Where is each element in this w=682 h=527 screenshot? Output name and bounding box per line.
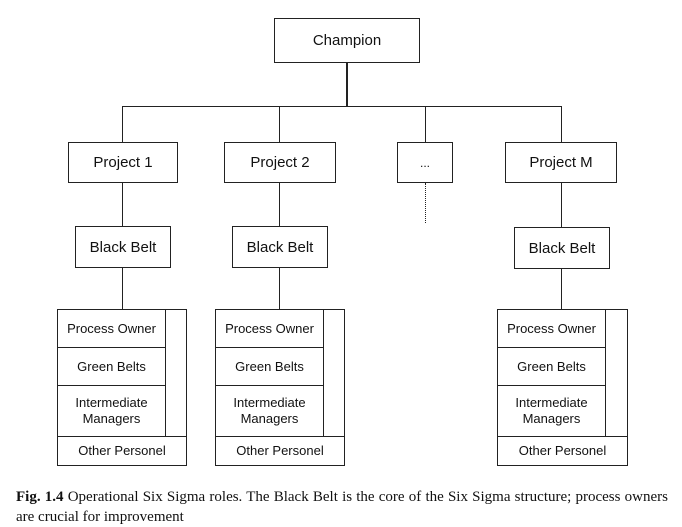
project-ellipsis-label: ...	[419, 155, 430, 170]
black-belt-1-box: Black Belt	[75, 226, 171, 268]
team-2-other-personel: Other Personel	[215, 436, 345, 466]
project-m-box: Project M	[505, 142, 617, 183]
connector-belt-m-team	[561, 268, 562, 309]
figure-label: Fig. 1.4	[16, 489, 64, 505]
black-belt-2-label: Black Belt	[246, 238, 314, 256]
figure-caption-text: Operational Six Sigma roles. The Black B…	[16, 489, 668, 525]
team-2-green-belts: Green Belts	[215, 347, 324, 386]
project-ellipsis-box: ...	[397, 142, 453, 183]
connector-belt-1-team	[122, 267, 123, 309]
connector-root-down	[346, 63, 348, 107]
connector-belt-2-team	[279, 267, 280, 309]
black-belt-m-label: Black Belt	[528, 239, 596, 257]
black-belt-1-label: Black Belt	[89, 238, 157, 256]
black-belt-2-box: Black Belt	[232, 226, 328, 268]
project-1-label: Project 1	[93, 154, 153, 171]
team-1-other-personel: Other Personel	[57, 436, 187, 466]
team-1-process-owner: Process Owner	[57, 309, 166, 348]
connector-project-2-belt	[279, 182, 280, 226]
champion-box: Champion	[274, 18, 420, 63]
connector-project-m-belt	[561, 182, 562, 227]
project-2-label: Project 2	[250, 154, 310, 171]
champion-label: Champion	[312, 32, 382, 49]
team-m-process-owner: Process Owner	[497, 309, 606, 348]
team-m-green-belts: Green Belts	[497, 347, 606, 386]
project-2-box: Project 2	[224, 142, 336, 183]
connector-bus-project-m	[561, 106, 562, 142]
connector-bus-ellipsis	[425, 106, 426, 142]
team-2-intermediate-managers: Intermediate Managers	[215, 385, 324, 437]
team-1-green-belts: Green Belts	[57, 347, 166, 386]
team-2-process-owner: Process Owner	[215, 309, 324, 348]
connector-bus-project-1	[122, 106, 123, 142]
figure-caption: Fig. 1.4 Operational Six Sigma roles. Th…	[16, 487, 668, 527]
project-1-box: Project 1	[68, 142, 178, 183]
connector-ellipsis-dotted	[425, 183, 426, 223]
connector-bus-project-2	[279, 106, 280, 142]
team-m-intermediate-managers: Intermediate Managers	[497, 385, 606, 437]
team-1-intermediate-managers: Intermediate Managers	[57, 385, 166, 437]
black-belt-m-box: Black Belt	[514, 227, 610, 269]
connector-project-1-belt	[122, 182, 123, 226]
project-m-label: Project M	[529, 154, 593, 171]
team-m-other-personel: Other Personel	[497, 436, 628, 466]
connector-horizontal-bus	[122, 106, 562, 107]
